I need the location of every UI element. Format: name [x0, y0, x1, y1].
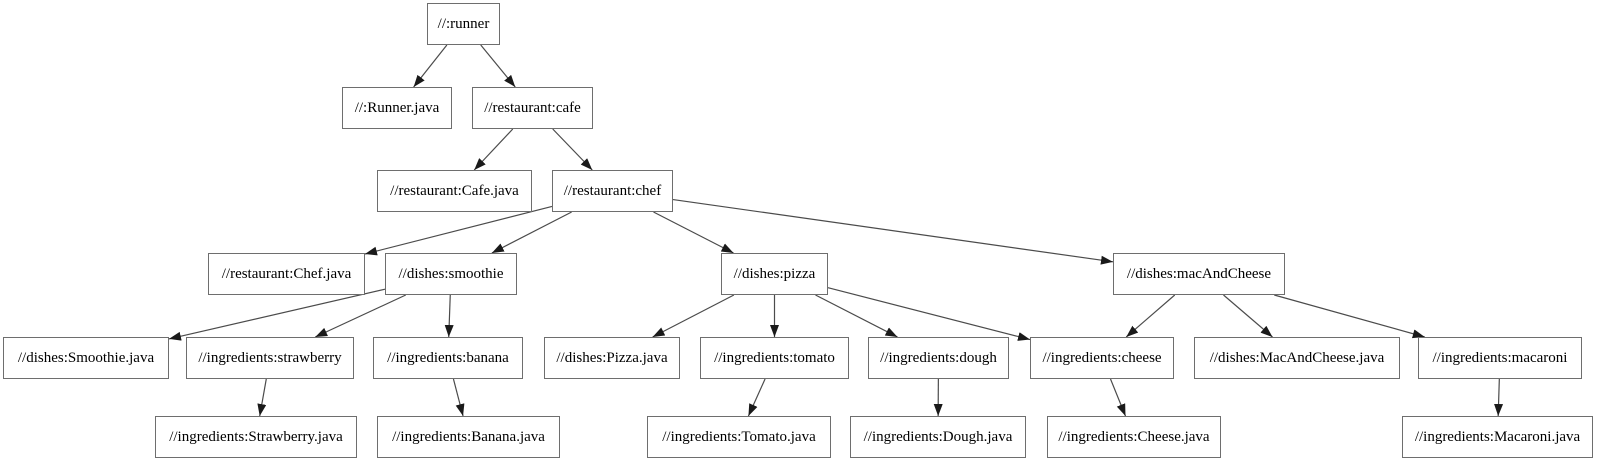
node-label: //dishes:macAndCheese	[1126, 265, 1272, 282]
edge-macandcheese-to-macandcheese_java	[1223, 294, 1273, 338]
node-label: //restaurant:cafe	[484, 99, 581, 116]
graph-node-cafe_java: //restaurant:Cafe.java	[377, 170, 532, 212]
graph-node-macandcheese: //dishes:macAndCheese	[1113, 253, 1285, 295]
edge-smoothie-to-strawberry	[314, 294, 407, 338]
edge-chef-to-smoothie	[491, 211, 572, 254]
node-label: //restaurant:Cafe.java	[390, 182, 519, 199]
node-label: //ingredients:Strawberry.java	[169, 428, 343, 445]
edge-tomato-to-tomato_java	[747, 378, 766, 417]
graph-node-chef_java: //restaurant:Chef.java	[208, 253, 365, 295]
node-label: //restaurant:chef	[563, 182, 662, 199]
graph-node-cheese_java: //ingredients:Cheese.java	[1047, 416, 1221, 458]
node-label: //dishes:MacAndCheese.java	[1209, 349, 1385, 366]
graph-node-chef: //restaurant:chef	[552, 170, 673, 212]
graph-node-strawberry_java: //ingredients:Strawberry.java	[155, 416, 357, 458]
node-label: //dishes:smoothie	[398, 265, 504, 282]
graph-node-smoothie: //dishes:smoothie	[385, 253, 517, 295]
edge-pizza-to-pizza_java	[652, 294, 735, 338]
edge-smoothie-to-banana	[444, 294, 454, 338]
edge-cheese-to-cheese_java	[1109, 378, 1127, 417]
graph-node-banana: //ingredients:banana	[373, 337, 523, 379]
node-label: //ingredients:strawberry	[198, 349, 342, 366]
graph-node-dough_java: //ingredients:Dough.java	[850, 416, 1026, 458]
edge-macandcheese-to-macaroni	[1274, 294, 1425, 339]
graph-node-tomato: //ingredients:tomato	[700, 337, 849, 379]
edge-runner-to-cafe	[480, 44, 516, 88]
node-label: //ingredients:Tomato.java	[662, 428, 816, 445]
graph-node-macandcheese_java: //dishes:MacAndCheese.java	[1194, 337, 1400, 379]
node-label: //:runner	[437, 15, 490, 32]
edge-pizza-to-cheese	[827, 287, 1031, 341]
node-label: //ingredients:cheese	[1042, 349, 1162, 366]
graph-node-pizza: //dishes:pizza	[721, 253, 828, 295]
graph-node-cheese: //ingredients:cheese	[1030, 337, 1174, 379]
node-label: //ingredients:Banana.java	[392, 428, 545, 445]
edge-macaroni-to-macaroni_java	[1494, 378, 1504, 417]
edge-strawberry-to-strawberry_java	[257, 378, 267, 417]
node-label: //ingredients:tomato	[714, 349, 835, 366]
node-label: //:Runner.java	[354, 99, 440, 116]
node-label: //dishes:pizza	[733, 265, 816, 282]
edge-cafe-to-cafe_java	[473, 128, 514, 171]
graph-node-runner_java: //:Runner.java	[342, 87, 452, 129]
graph-node-runner: //:runner	[427, 3, 500, 45]
edge-chef-to-macandcheese	[672, 198, 1114, 265]
graph-node-dough: //ingredients:dough	[868, 337, 1009, 379]
node-label: //ingredients:Macaroni.java	[1414, 428, 1581, 445]
edge-chef-to-pizza	[653, 211, 734, 254]
edge-runner-to-runner_java	[413, 44, 448, 88]
node-label: //restaurant:Chef.java	[221, 265, 352, 282]
node-label: //ingredients:banana	[387, 349, 509, 366]
node-label: //ingredients:macaroni	[1432, 349, 1568, 366]
graph-node-banana_java: //ingredients:Banana.java	[377, 416, 560, 458]
edge-pizza-to-dough	[815, 294, 898, 338]
node-label: //ingredients:dough	[880, 349, 997, 366]
edge-smoothie-to-smoothie_java	[168, 288, 386, 341]
graph-node-strawberry: //ingredients:strawberry	[186, 337, 354, 379]
graph-node-smoothie_java: //dishes:Smoothie.java	[3, 337, 169, 379]
node-label: //dishes:Smoothie.java	[17, 349, 155, 366]
graph-node-pizza_java: //dishes:Pizza.java	[544, 337, 680, 379]
edge-chef-to-chef_java	[364, 205, 553, 256]
node-label: //ingredients:Dough.java	[863, 428, 1013, 445]
edge-macandcheese-to-cheese	[1125, 294, 1176, 338]
graph-node-macaroni: //ingredients:macaroni	[1418, 337, 1582, 379]
edge-banana-to-banana_java	[452, 378, 465, 417]
edge-cafe-to-chef	[552, 128, 593, 171]
graph-node-tomato_java: //ingredients:Tomato.java	[647, 416, 831, 458]
node-label: //dishes:Pizza.java	[556, 349, 668, 366]
graph-node-macaroni_java: //ingredients:Macaroni.java	[1402, 416, 1593, 458]
node-label: //ingredients:Cheese.java	[1058, 428, 1210, 445]
graph-node-cafe: //restaurant:cafe	[472, 87, 593, 129]
